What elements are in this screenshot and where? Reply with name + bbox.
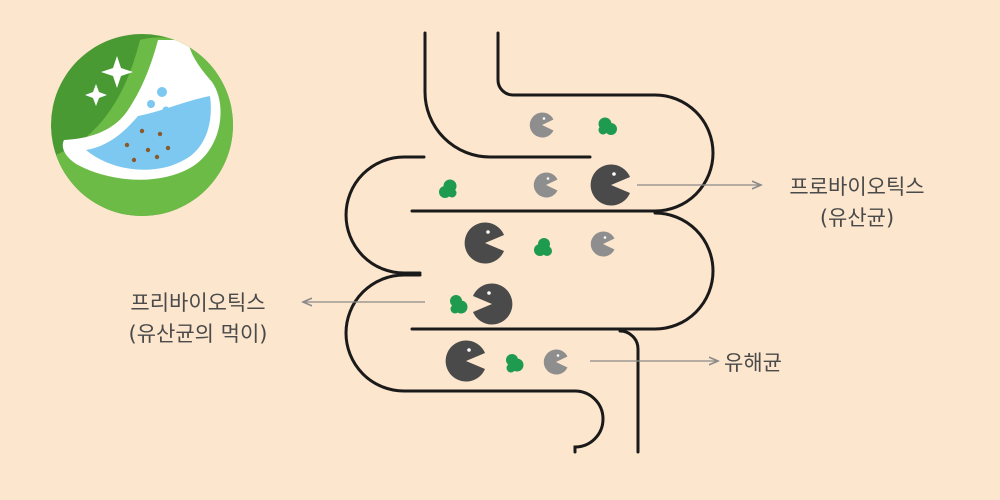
prebiotic-group <box>439 117 617 373</box>
green-blob-icon <box>439 179 457 198</box>
pacman-icon <box>590 164 630 206</box>
harmful-bacteria-group <box>529 112 615 375</box>
harmful-bacteria-icon <box>529 112 554 138</box>
intestine-outline <box>344 31 715 454</box>
harmful-bacteria-icon <box>533 172 558 198</box>
green-blob-icon <box>506 354 524 373</box>
harmful-bacteria-icon <box>590 231 615 257</box>
harmful-bacteria-icon <box>543 349 568 375</box>
harmful-bacteria-label: 유해균 <box>724 348 844 379</box>
green-blob-icon <box>598 117 617 135</box>
green-blob-icon <box>450 295 468 314</box>
sparkle-icon <box>101 56 133 88</box>
prebiotics-label-line1: 프리바이오틱스 <box>130 291 266 315</box>
prebiotics-label-line2: (유산균의 먹이) <box>128 322 268 346</box>
sparkle-icon <box>85 84 107 106</box>
prebiotics-label: 프리바이오틱스 (유산균의 먹이) <box>98 288 298 350</box>
probiotics-label-line2: (유산균) <box>819 206 895 230</box>
harmful-label-line1: 유해균 <box>724 351 782 375</box>
green-blob-icon <box>534 238 552 256</box>
probiotics-label: 프로바이오틱스 (유산균) <box>752 172 962 234</box>
stomach-icon <box>51 34 233 216</box>
pointer-lines <box>303 185 761 361</box>
pacman-icon <box>464 222 504 264</box>
pacman-icon <box>473 283 513 325</box>
pacman-icon <box>445 340 485 382</box>
probiotics-label-line1: 프로바이오틱스 <box>789 175 925 199</box>
probiotic-bacteria-group <box>445 164 630 382</box>
